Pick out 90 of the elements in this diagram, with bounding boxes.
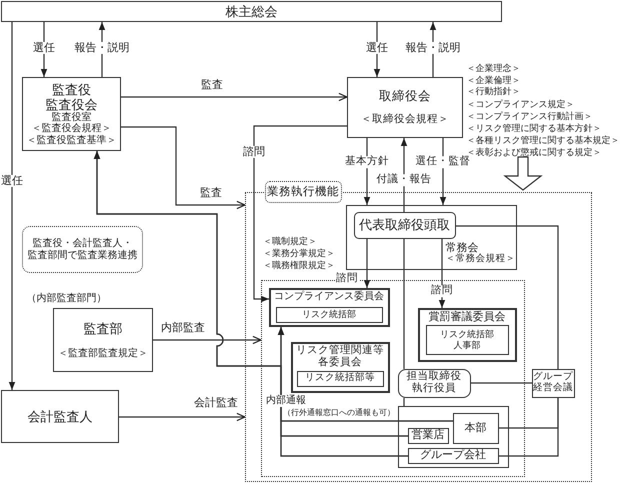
edge-label: 監査 bbox=[200, 78, 224, 92]
node-title: 株主総会 bbox=[226, 4, 278, 20]
arrow bbox=[374, 22, 380, 77]
arrow bbox=[119, 412, 246, 422]
node-title: グループ経営会議 bbox=[532, 372, 574, 394]
department-box bbox=[426, 324, 508, 354]
meeting-box bbox=[1, 1, 502, 22]
node-title: リスク管理関連等各委員会 bbox=[295, 344, 385, 369]
department-box bbox=[276, 306, 382, 322]
annotation-text: 内部通報 bbox=[266, 395, 306, 406]
node-title: 監査役 bbox=[52, 82, 91, 97]
edge-label: 選任 bbox=[32, 42, 56, 54]
connector-line bbox=[403, 398, 405, 406]
node-title: コンプライアンス委員会 bbox=[274, 290, 384, 302]
connector-line bbox=[499, 398, 559, 457]
edge-label: 報告・説明 bbox=[404, 42, 462, 54]
department-text: リスク統括部 bbox=[302, 309, 356, 320]
arrow bbox=[40, 22, 48, 77]
edge-label: 報告・説明 bbox=[74, 42, 130, 54]
rule-text: ＜企業理念＞ bbox=[466, 62, 520, 73]
rounded-box bbox=[354, 212, 456, 238]
org-box bbox=[408, 428, 448, 444]
node-title: 執行役員 bbox=[412, 383, 456, 395]
department-text: リスク統括部等 bbox=[305, 372, 375, 384]
edge-label: 付議・報告 bbox=[376, 174, 432, 186]
arrow bbox=[121, 92, 348, 102]
office-text: 監査役室 bbox=[52, 112, 92, 123]
note-text: 監査役・会計監査人・監査部間で監査業務連携 bbox=[26, 238, 138, 262]
node-title: 監査部 bbox=[84, 320, 122, 336]
caption-text: （内部監査部門） bbox=[26, 292, 106, 304]
edge-label: 監査 bbox=[199, 186, 223, 200]
note-box bbox=[22, 226, 143, 273]
committee-box bbox=[290, 342, 390, 392]
edge-label: 諮問 bbox=[335, 273, 359, 285]
committee-box bbox=[418, 308, 516, 362]
rule-text: ＜取締役会規程＞ bbox=[361, 114, 449, 126]
rule-text: ＜企業倫理＞ bbox=[466, 74, 520, 85]
arrow bbox=[253, 125, 347, 302]
node-title: 監査役会 bbox=[46, 96, 98, 112]
node-title: グループ会社 bbox=[420, 449, 486, 462]
arrow bbox=[121, 126, 246, 210]
org-box bbox=[1, 390, 119, 443]
edge-label: 諮問 bbox=[242, 146, 266, 158]
node-title: 常務会 bbox=[446, 242, 478, 254]
rounded-box bbox=[398, 368, 470, 398]
rule-text: ＜監査役監査基準＞ bbox=[26, 134, 116, 146]
org-box bbox=[346, 204, 516, 270]
rule-text: ＜職制規定＞ bbox=[263, 236, 317, 246]
rule-text: ＜業務分掌規定＞ bbox=[263, 248, 335, 258]
node-title: 会計監査人 bbox=[28, 408, 92, 424]
edge-label: 会計監査 bbox=[193, 396, 239, 410]
node-title: 本部 bbox=[464, 422, 486, 434]
node-title: 営業店 bbox=[412, 429, 444, 442]
arrow bbox=[364, 239, 370, 288]
edge-label: 内部監査 bbox=[160, 322, 206, 334]
org-box bbox=[22, 77, 121, 151]
department-box bbox=[296, 370, 384, 386]
edge-label: 基本方針 bbox=[344, 156, 390, 168]
committee-box bbox=[268, 288, 390, 326]
rule-text: ＜行動指針＞ bbox=[466, 86, 520, 96]
rule-text: ＜各種リスク管理に関する基本規定＞ bbox=[466, 134, 620, 145]
heading-label: 業務執行機能 bbox=[264, 180, 342, 202]
rule-text: ＜表彰および懲戒に関する規定＞ bbox=[466, 146, 602, 156]
org-box bbox=[452, 412, 498, 444]
edge-label: 選任 bbox=[0, 174, 24, 188]
node-title: 賞罰審議委員会 bbox=[428, 310, 506, 324]
rule-text: ＜監査部監査規定＞ bbox=[58, 348, 148, 360]
arrow bbox=[438, 239, 446, 308]
arrow bbox=[153, 336, 262, 344]
org-box bbox=[408, 448, 498, 464]
rule-text: ＜コンプライアンス規定＞ bbox=[466, 98, 574, 109]
department-text: リスク統括部 bbox=[440, 329, 494, 340]
edge-label: 選任・監督 bbox=[414, 156, 472, 168]
connector-line bbox=[456, 225, 559, 369]
connector-line bbox=[403, 239, 405, 369]
rule-text: ＜常務会規程＞ bbox=[446, 254, 516, 266]
node-title: 担当取締役 bbox=[406, 371, 462, 382]
rule-text: ＜コンプライアンス行動計画＞ bbox=[466, 110, 592, 121]
rule-text: ＜リスク管理に関する基本方針＞ bbox=[466, 122, 602, 133]
rule-text: ＜職務権限規定＞ bbox=[263, 260, 335, 270]
node-title: 代表取締役頭取 bbox=[359, 217, 450, 233]
connector-line bbox=[471, 382, 532, 384]
group-box bbox=[398, 406, 508, 468]
edge-label: 選任 bbox=[365, 42, 389, 54]
node-title: 取締役会 bbox=[379, 88, 431, 104]
annotation-text: （行外通報窓口への通報も可） bbox=[283, 408, 395, 418]
edge-label: 諮問 bbox=[430, 285, 454, 297]
department-text: 人事部 bbox=[454, 340, 480, 350]
arrow bbox=[8, 22, 16, 390]
rule-text: ＜監査役会規程＞ bbox=[32, 123, 112, 134]
